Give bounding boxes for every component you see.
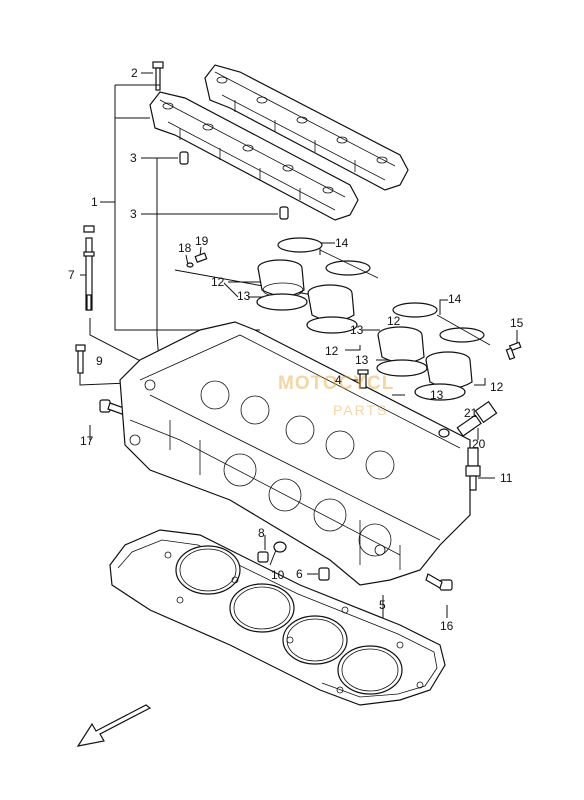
callout-12c: 12 bbox=[325, 344, 339, 358]
dowel-6 bbox=[318, 567, 330, 581]
callout-10: 10 bbox=[271, 568, 285, 582]
callout-14a: 14 bbox=[335, 236, 349, 250]
intake-pipe-12a bbox=[257, 259, 305, 298]
o-ring-13a bbox=[256, 293, 308, 311]
washer-10 bbox=[273, 541, 287, 553]
dowel-pin-3a bbox=[179, 151, 189, 165]
stud-4 bbox=[357, 369, 369, 389]
clamp-14b bbox=[392, 302, 491, 346]
clamp-14a bbox=[277, 237, 379, 279]
callout-11: 11 bbox=[500, 471, 513, 485]
spark-plug-11 bbox=[465, 447, 481, 491]
callout-1: 1 bbox=[91, 195, 98, 209]
intake-pipe-12d bbox=[425, 351, 473, 389]
bolt-16 bbox=[425, 573, 453, 591]
callout-9: 9 bbox=[96, 354, 103, 368]
callout-12a: 12 bbox=[211, 275, 225, 289]
callout-14b: 14 bbox=[448, 292, 462, 306]
intake-pipe-12b bbox=[307, 284, 355, 322]
callout-13a: 13 bbox=[237, 289, 251, 303]
callout-12b: 12 bbox=[387, 314, 401, 328]
bolt-2 bbox=[152, 61, 164, 91]
dowel-pin-3b bbox=[279, 206, 289, 220]
camshaft-holder-front bbox=[149, 91, 359, 221]
intake-pipe-12c bbox=[377, 326, 425, 364]
watermark-brand: MOTOCYCL bbox=[278, 373, 394, 394]
cylinder-head bbox=[119, 321, 471, 586]
callout-21: 21 bbox=[464, 406, 478, 420]
callout-13c: 13 bbox=[355, 353, 369, 367]
callout-3b: 3 bbox=[130, 207, 137, 221]
callout-17: 17 bbox=[80, 434, 94, 448]
o-ring-13b bbox=[306, 316, 358, 334]
callout-5: 5 bbox=[379, 598, 386, 612]
bolt-7 bbox=[83, 225, 95, 311]
callout-7: 7 bbox=[68, 268, 75, 282]
bolt-8 bbox=[257, 551, 269, 563]
callout-15: 15 bbox=[510, 316, 524, 330]
callout-4: 4 bbox=[335, 373, 342, 387]
callout-13b: 13 bbox=[350, 323, 364, 337]
clip-18-19 bbox=[186, 252, 208, 268]
callout-2: 2 bbox=[131, 66, 138, 80]
pipe-20 bbox=[456, 400, 498, 437]
callout-labels: 2 3 1 3 18 19 14 7 12 13 14 12 13 15 12 … bbox=[68, 66, 524, 633]
callout-16: 16 bbox=[440, 619, 454, 633]
callout-3a: 3 bbox=[130, 151, 137, 165]
camshaft-holder-rear bbox=[204, 64, 409, 191]
washer-21 bbox=[438, 428, 450, 438]
callout-13d: 13 bbox=[430, 388, 444, 402]
bolt-9 bbox=[75, 344, 86, 374]
callout-6: 6 bbox=[296, 567, 303, 581]
head-gasket-5 bbox=[109, 529, 446, 706]
watermark-sub: PARTS bbox=[333, 402, 388, 418]
front-arrow-icon bbox=[76, 704, 152, 747]
callout-8: 8 bbox=[258, 526, 265, 540]
o-ring-13d bbox=[414, 383, 466, 401]
callout-18: 18 bbox=[178, 241, 192, 255]
callout-19: 19 bbox=[195, 234, 209, 248]
callout-20: 20 bbox=[472, 437, 486, 451]
screw-15 bbox=[505, 341, 522, 361]
callout-12d: 12 bbox=[490, 380, 504, 394]
